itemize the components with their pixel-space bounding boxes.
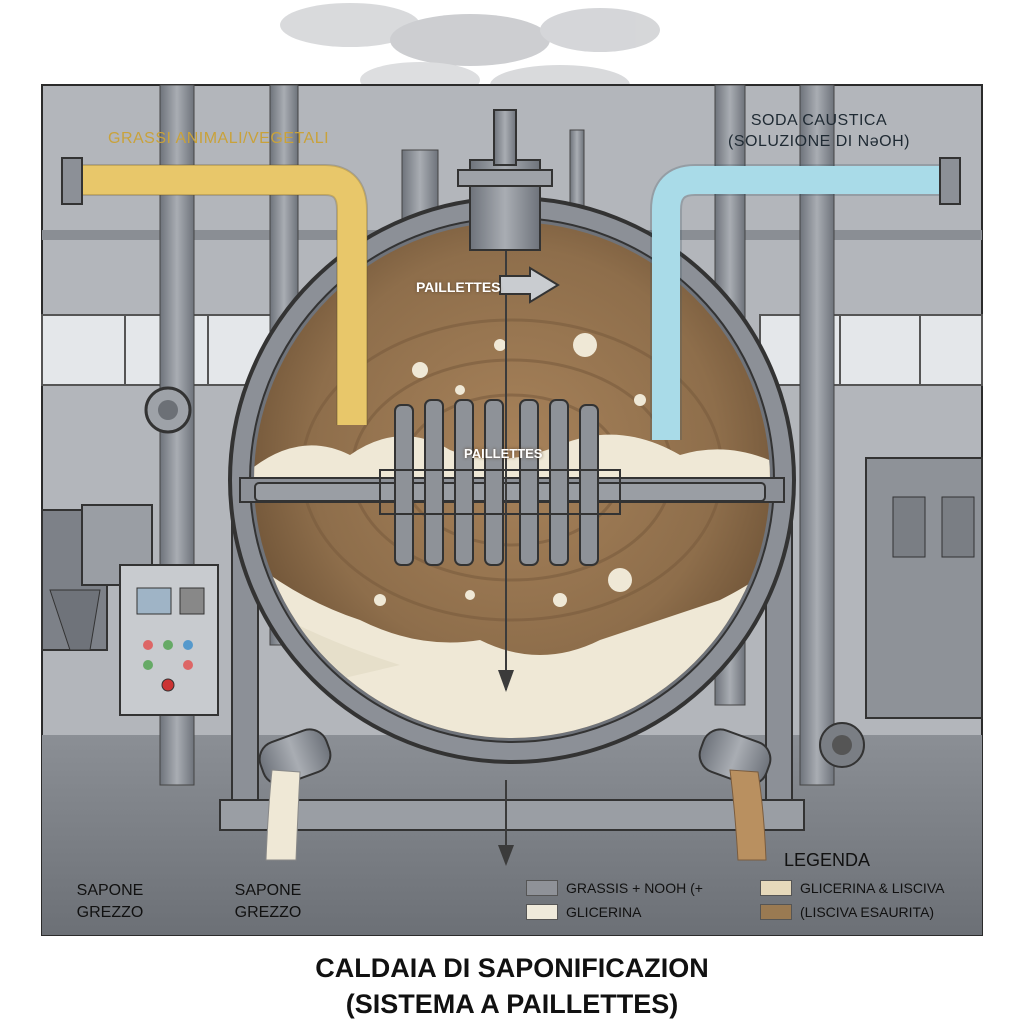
right-machinery [819, 457, 983, 768]
legend-item-glycerin: GLICERINA [526, 904, 641, 920]
soda-label-line1: SODA CAUSTICA [750, 112, 888, 129]
paillettes-label-center: PAILLETTES [464, 446, 543, 461]
soap-label-mid-line1: SAPONE [234, 882, 302, 899]
soap-label-left: SAPONE GREZZO [70, 880, 150, 924]
legend-swatch [526, 880, 558, 896]
fats-label: GRASSI ANIMALI/VEGETALI [108, 130, 330, 147]
legend-item-label: GRASSIS + NOOH (+ [566, 880, 703, 896]
pressure-gauge [144, 386, 192, 434]
soap-label-mid-line2: GREZZO [234, 904, 302, 921]
steam-chimney [457, 109, 553, 251]
diagram-title: CALDAIA DI SAPONIFICAZION (SISTEMA A PAI… [0, 950, 1024, 1022]
soda-inlet-pipe [650, 157, 961, 440]
legend-title: LEGENDA [784, 850, 871, 870]
legend-item-glycerin-lye: GLICERINA & LISCIVA [760, 880, 944, 896]
fat-inlet-pipe [61, 157, 368, 425]
legend-item-spent-lye: (LISCIVA ESAURITA) [760, 904, 934, 920]
flow-arrow-right [499, 266, 560, 304]
soap-outlet-left [258, 728, 332, 861]
control-cabinet [41, 504, 219, 716]
legend-item-label: GLICERINA [566, 904, 642, 920]
soap-label-mid: SAPONE GREZZO [228, 880, 308, 924]
agitator [254, 399, 766, 566]
diagram-title-line2: (SISTEMA A PAILLETTES) [345, 989, 679, 1019]
legend-item-fats-naoh: GRASSIS + NOOH (+ [526, 880, 703, 896]
legend-swatch [526, 904, 558, 920]
soda-label-line2: (SOLUZIONE DI NəOH) [728, 133, 910, 150]
legend-item-label: (LISCIVA ESAURITA) [800, 904, 935, 920]
paillettes-label-top: PAILLETTES [416, 279, 501, 295]
soap-label-left-line2: GREZZO [76, 904, 144, 921]
diagram-title-line1: CALDAIA DI SAPONIFICAZION [315, 953, 709, 983]
legend-item-label: GLICERINA & LISCIVA [800, 880, 945, 896]
legend-swatch [760, 904, 792, 920]
soap-label-left-line1: SAPONE [76, 882, 144, 899]
legend-swatch [760, 880, 792, 896]
soda-label: SODA CAUSTICA (SOLUZIONE DI NəOH) [728, 110, 910, 152]
lye-outlet-right [698, 728, 772, 861]
